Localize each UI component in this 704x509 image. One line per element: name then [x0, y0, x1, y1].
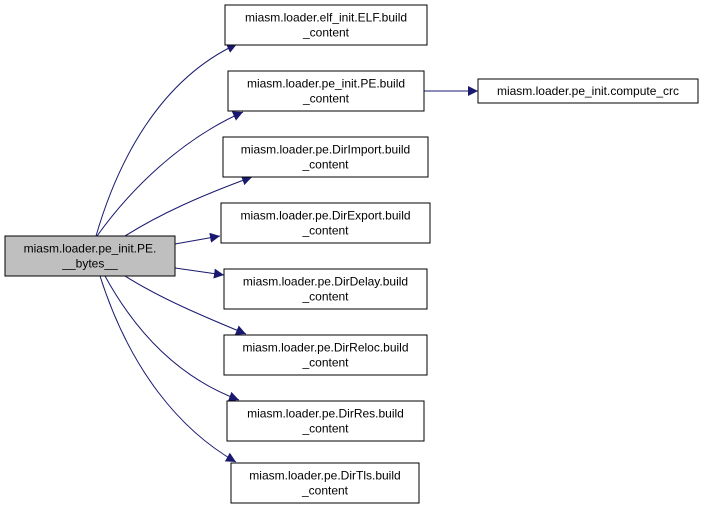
node-box	[224, 4, 428, 46]
node-label-line: miasm.loader.pe.DirExport.build	[240, 209, 410, 223]
node-label-line: _content	[301, 356, 349, 370]
node-label-line: miasm.loader.pe_init.PE.	[24, 242, 157, 256]
edges-layer	[95, 43, 478, 463]
node-dirres[interactable]: miasm.loader.pe.DirRes.build_content	[226, 400, 425, 442]
edge-root-to-pe_build	[96, 111, 244, 237]
node-label-line: miasm.loader.pe.DirRes.build	[247, 407, 404, 421]
node-label-line: _content	[301, 158, 349, 172]
node-pe_build[interactable]: miasm.loader.pe_init.PE.build_content	[227, 70, 425, 112]
node-label-line: __bytes__	[61, 257, 118, 271]
node-label-line: _content	[301, 422, 349, 436]
node-label-line: _content	[301, 224, 349, 238]
node-box	[230, 462, 420, 504]
node-dirreloc[interactable]: miasm.loader.pe.DirReloc.build_content	[223, 334, 428, 376]
edge-root-to-dirdelay	[174, 267, 225, 279]
node-box	[226, 400, 425, 442]
node-root[interactable]: miasm.loader.pe_init.PE.__bytes__	[4, 235, 176, 277]
node-box	[223, 334, 428, 376]
edge-root-to-dirtls	[99, 275, 237, 463]
node-label-line: miasm.loader.pe.DirDelay.build	[243, 275, 408, 289]
node-direxport[interactable]: miasm.loader.pe.DirExport.build_content	[220, 202, 431, 244]
node-box	[4, 235, 176, 277]
edge-root-to-dirreloc	[124, 275, 247, 335]
node-label-line: miasm.loader.pe.DirReloc.build	[242, 341, 408, 355]
node-label-line: miasm.loader.pe_init.compute_crc	[497, 84, 679, 98]
node-box	[220, 202, 431, 244]
node-dirdelay[interactable]: miasm.loader.pe.DirDelay.build_content	[223, 268, 428, 310]
node-label-line: miasm.loader.pe_init.PE.build	[247, 77, 405, 91]
node-label-line: _content	[302, 92, 350, 106]
node-box	[222, 136, 429, 178]
node-label-line: miasm.loader.pe.DirImport.build	[241, 143, 410, 157]
node-label-line: _content	[302, 26, 350, 40]
node-label-line: _content	[301, 484, 349, 498]
node-dirimport[interactable]: miasm.loader.pe.DirImport.build_content	[222, 136, 429, 178]
node-box	[223, 268, 428, 310]
nodes-layer: miasm.loader.pe_init.PE.__bytes__miasm.l…	[4, 4, 699, 504]
node-dirtls[interactable]: miasm.loader.pe.DirTls.build_content	[230, 462, 420, 504]
node-label-line: miasm.loader.pe.DirTls.build	[249, 469, 400, 483]
node-box	[477, 78, 699, 104]
edge-root-to-elf_build	[95, 43, 238, 237]
edge-root-to-direxport	[174, 232, 221, 245]
node-box	[227, 70, 425, 112]
node-label-line: _content	[301, 290, 349, 304]
node-elf_build[interactable]: miasm.loader.elf_init.ELF.build_content	[224, 4, 428, 46]
node-label-line: miasm.loader.elf_init.ELF.build	[245, 11, 407, 25]
edge-root-to-dirimport	[124, 175, 253, 237]
edge-root-to-dirres	[104, 275, 240, 402]
node-compute_crc[interactable]: miasm.loader.pe_init.compute_crc	[477, 78, 699, 104]
